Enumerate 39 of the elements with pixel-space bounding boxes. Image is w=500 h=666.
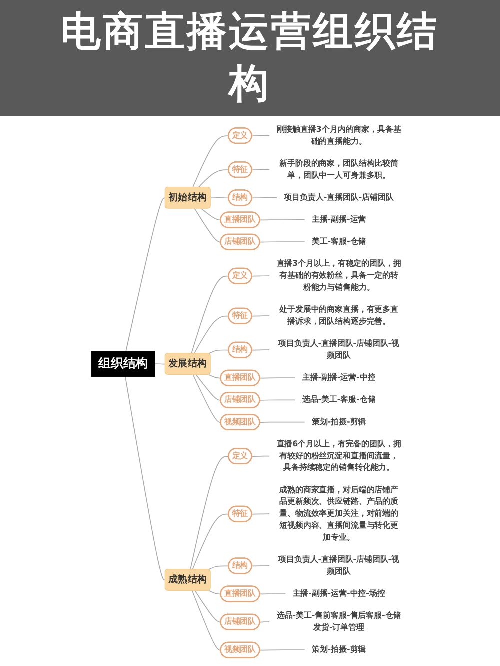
connector — [201, 208, 222, 221]
node-box: 组织结构 — [91, 351, 156, 378]
connector — [154, 364, 166, 365]
connector — [260, 220, 306, 221]
connector — [252, 135, 270, 137]
diagram-title: 电商直播运营组织结构 — [0, 0, 500, 116]
connector — [252, 456, 270, 457]
connector — [260, 378, 296, 379]
connector — [208, 566, 230, 570]
connector — [252, 566, 270, 567]
connector — [191, 276, 230, 354]
connector — [125, 376, 166, 581]
connector — [194, 316, 230, 354]
connector — [198, 170, 230, 188]
connector — [260, 400, 296, 401]
connector — [252, 276, 270, 277]
connector — [196, 374, 222, 401]
connector — [192, 590, 222, 651]
connector — [208, 590, 222, 595]
connector — [252, 197, 278, 199]
connector — [192, 514, 230, 570]
connector — [194, 590, 222, 623]
connector — [126, 198, 166, 352]
connector — [190, 456, 230, 570]
connector — [208, 374, 222, 379]
connector — [252, 350, 270, 351]
connector — [260, 622, 270, 623]
connector — [210, 198, 230, 199]
connector — [252, 169, 270, 171]
connector — [260, 422, 306, 423]
connector — [192, 136, 230, 188]
connector — [194, 208, 222, 243]
connector — [260, 650, 306, 651]
connector — [252, 316, 270, 317]
connector — [260, 242, 306, 243]
connector — [192, 374, 222, 423]
connector — [252, 514, 270, 515]
connector — [260, 594, 287, 595]
connector — [208, 350, 230, 354]
